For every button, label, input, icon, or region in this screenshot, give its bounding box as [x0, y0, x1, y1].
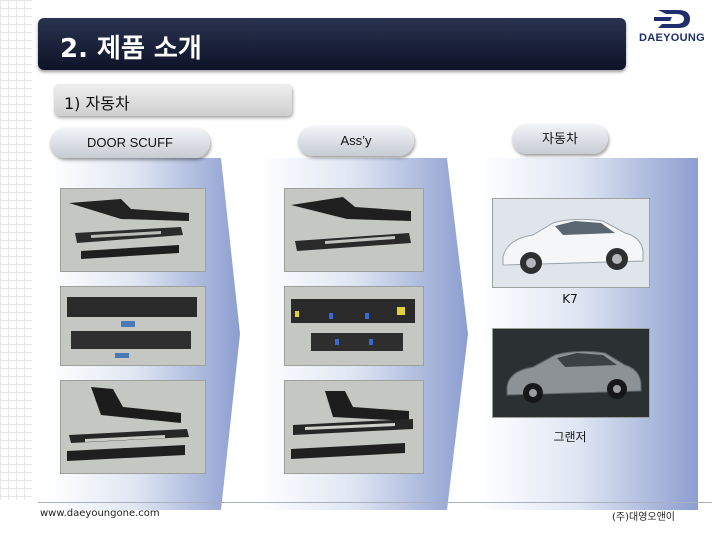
- footer-divider: [38, 502, 712, 503]
- assembly-photo-3: [284, 380, 424, 474]
- car-photo-grandeur: [492, 328, 650, 418]
- vehicle-panel: K7 그랜저: [480, 158, 698, 510]
- car-model-k7: K7: [562, 292, 578, 306]
- column-header-vehicle-label: 자동차: [542, 131, 578, 146]
- car-model-grandeur: 그랜저: [553, 430, 587, 444]
- section-subtitle: 1) 자동차: [54, 84, 292, 116]
- door-scuff-panel: [50, 158, 240, 510]
- footer-company: (주)대영오앤이: [612, 512, 676, 523]
- assembly-photo-2: [284, 286, 424, 366]
- column-header-door-scuff: DOOR SCUFF: [50, 128, 210, 158]
- logo-wordmark: DAEYOUNG: [639, 32, 705, 44]
- company-logo: DAEYOUNG: [628, 6, 716, 52]
- column-header-assembly: Ass’y: [298, 126, 414, 156]
- assembly-panel: [258, 158, 468, 510]
- section-subtitle-text: 1) 자동차: [64, 94, 130, 113]
- door-scuff-photo-2: [60, 286, 206, 366]
- assembly-photo-1: [284, 188, 424, 272]
- door-scuff-photo-1: [60, 188, 206, 272]
- background-grid: [0, 0, 32, 500]
- column-header-assembly-label: Ass’y: [340, 133, 372, 148]
- page-title: 2. 제품 소개: [60, 34, 202, 64]
- car-photo-k7: [492, 198, 650, 288]
- footer-website: www.daeyoungone.com: [40, 508, 160, 519]
- column-header-door-scuff-label: DOOR SCUFF: [87, 135, 173, 150]
- daeyoung-logo-icon: [654, 10, 690, 28]
- title-bar: 2. 제품 소개: [38, 18, 626, 70]
- column-header-vehicle: 자동차: [512, 124, 608, 154]
- door-scuff-photo-3: [60, 380, 206, 474]
